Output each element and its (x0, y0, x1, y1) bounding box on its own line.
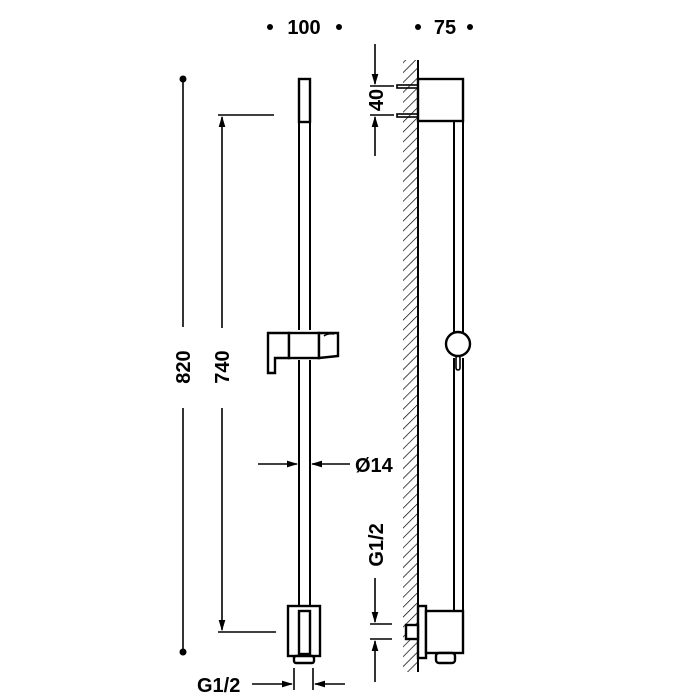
rail-length-label: 740 (212, 350, 234, 383)
outlet-side-label: G1/2 (366, 523, 388, 566)
dimension-bracket-spacing: 40 (366, 44, 394, 156)
dimension-outlet-side: G1/2 (366, 523, 392, 682)
shower-holder (266, 331, 340, 375)
dimension-outlet-front: G1/2 (197, 668, 345, 697)
dot-marker-icon (467, 24, 473, 30)
width-label: 100 (287, 17, 320, 39)
dimension-total-height: 820 (173, 75, 195, 656)
outlet-connector (292, 654, 316, 665)
wall-hatch (403, 60, 418, 672)
holder-knob (444, 330, 472, 358)
front-view (266, 77, 340, 665)
side-view (396, 60, 472, 672)
dot-marker-icon (415, 24, 421, 30)
dot-marker-icon (336, 24, 342, 30)
dot-marker-icon (267, 24, 273, 30)
dimension-rail-diameter: Ø14 (258, 455, 394, 477)
rail-diameter-label: Ø14 (355, 455, 394, 477)
wall-inlet (404, 623, 420, 641)
outlet-side (434, 651, 457, 665)
rail-top-cap (297, 77, 312, 124)
dimension-depth: 75 (415, 17, 473, 39)
outlet-front-label: G1/2 (197, 675, 240, 697)
total-height-label: 820 (173, 350, 195, 383)
dimension-rail-length: 740 (212, 114, 276, 633)
depth-label: 75 (434, 17, 456, 39)
top-bracket (416, 77, 465, 123)
dimension-width: 100 (267, 17, 342, 39)
bracket-spacing-label: 40 (366, 89, 388, 111)
bottom-bracket-side (424, 609, 465, 655)
